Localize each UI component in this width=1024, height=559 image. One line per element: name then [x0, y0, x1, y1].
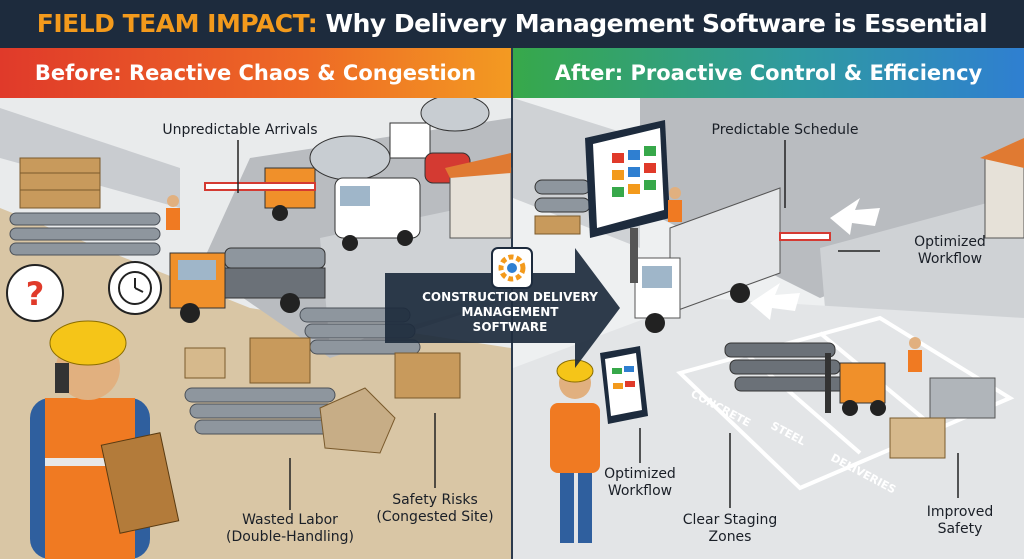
label-unpredictable-arrivals: Unpredictable Arrivals: [162, 122, 318, 138]
title-bar: [0, 0, 1024, 48]
label-optimized-workflow-right-line1: Optimized: [914, 234, 986, 250]
site-building: [980, 138, 1024, 239]
software-label-line3: SOFTWARE: [472, 320, 548, 334]
lumber-pallets: [249, 337, 461, 399]
forklift: [825, 353, 886, 416]
title-accent: FIELD TEAM IMPACT:: [36, 9, 318, 38]
worker-zone: [908, 337, 922, 372]
worker-background: [166, 195, 180, 230]
clock-bubble: [108, 261, 162, 315]
delivery-boxes: [889, 417, 946, 459]
lumber-stack: [19, 157, 101, 209]
pipe-bundle: [9, 212, 161, 256]
before-heading: Before: Reactive Chaos & Congestion: [0, 48, 511, 98]
label-improved-safety: Improved Safety: [905, 504, 1015, 538]
cardboard-box: [184, 347, 226, 379]
label-improved-safety-line2: Safety: [937, 521, 983, 537]
label-wasted-labor: Wasted Labor (Double-Handling): [215, 512, 365, 546]
flatbed-truck: [169, 247, 326, 323]
coordinator-worker: [550, 346, 648, 543]
leader-lines-before: [237, 140, 436, 510]
software-label: CONSTRUCTION DELIVERY MANAGEMENT SOFTWAR…: [410, 290, 610, 335]
direction-arrow: [830, 198, 880, 235]
label-clear-staging-zones: Clear Staging Zones: [660, 512, 800, 546]
delivery-van: [334, 177, 421, 251]
schedule-monitor: [585, 120, 670, 283]
software-label-line1: CONSTRUCTION DELIVERY: [422, 290, 598, 304]
label-optimized-workflow-left-line1: Optimized: [604, 466, 676, 482]
leader-lines-after: [639, 140, 959, 508]
tarp-pile: [319, 387, 396, 454]
title-rest: Why Delivery Management Software is Esse…: [325, 9, 988, 38]
label-wasted-labor-line1: Wasted Labor: [242, 512, 338, 528]
label-safety-risks-line2: (Congested Site): [376, 509, 494, 525]
label-safety-risks: Safety Risks (Congested Site): [365, 492, 505, 526]
after-heading: After: Proactive Control & Efficiency: [513, 48, 1024, 98]
mixer-truck: [389, 98, 490, 159]
arrow-right-icon: [385, 248, 620, 368]
direction-arrow: [750, 283, 800, 320]
label-optimized-workflow-left-line2: Workflow: [607, 483, 673, 499]
question-mark-icon: ?: [26, 275, 45, 313]
clock-icon: [118, 271, 152, 305]
gate-barrier-after: [779, 232, 831, 241]
label-safety-risks-line1: Safety Risks: [392, 492, 478, 508]
label-optimized-workflow-right-line2: Workflow: [917, 251, 983, 267]
worker-gate: [668, 187, 682, 222]
software-gear-icon: [491, 247, 533, 289]
question-bubble: ?: [6, 264, 64, 322]
label-predictable-schedule: Predictable Schedule: [711, 122, 859, 138]
page-title: FIELD TEAM IMPACT: Why Delivery Manageme…: [0, 0, 1024, 48]
box-truck: [634, 187, 781, 333]
gate-barrier: [204, 182, 316, 191]
guard-house: [445, 153, 512, 239]
label-wasted-labor-line2: (Double-Handling): [226, 529, 354, 545]
concrete-blocks: [929, 377, 996, 419]
label-clear-staging-zones-line1: Clear Staging: [682, 512, 778, 528]
after-scene: CONCRETE STEEL DELIVERIES: [513, 98, 1024, 559]
pipe-rack: [534, 179, 591, 235]
software-label-line2: MANAGEMENT: [461, 305, 559, 319]
scene-illustration: ?: [0, 98, 1024, 559]
supervisor-worker: [30, 320, 180, 559]
steel-bundle: [724, 342, 846, 392]
label-optimized-workflow-left: Optimized Workflow: [585, 466, 695, 500]
label-clear-staging-zones-line2: Zones: [708, 529, 752, 545]
label-improved-safety-line1: Improved: [926, 504, 994, 520]
label-optimized-workflow-right: Optimized Workflow: [890, 234, 1010, 268]
